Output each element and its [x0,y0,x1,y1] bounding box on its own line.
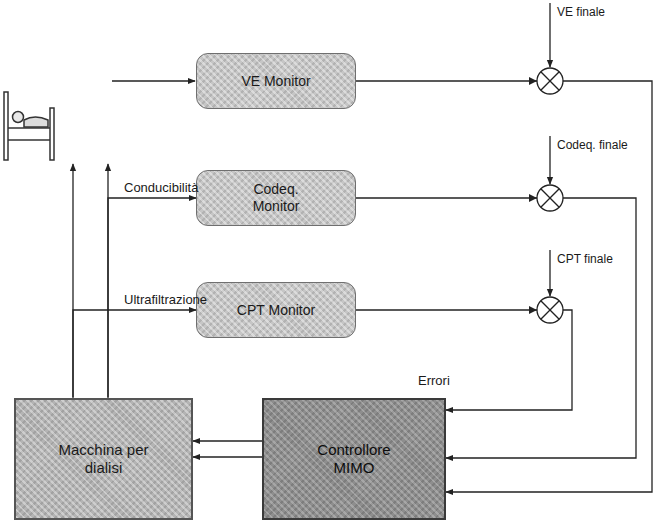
reference-label: VE finale [557,6,605,19]
reference-label: CPT finale [557,253,613,266]
connector-segment [356,309,537,310]
node-text: Controllore MIMO [304,441,404,477]
connector-segment [356,80,537,81]
connector-segment [356,197,537,198]
signal-label: Ultrafiltrazione [124,293,207,307]
junction-arrowhead [529,194,537,202]
junction-arrowhead [529,306,537,314]
controller-box: Controllore MIMO [262,398,446,520]
reference-arrows [549,3,550,296]
signal-connector [193,441,262,442]
node-text: VE Monitor [236,73,316,90]
connector-segment [73,310,196,398]
signal-connector [193,457,262,458]
connector-segment [446,198,636,458]
signal-connector [356,306,572,410]
connector-segment [446,310,572,410]
dialysis-machine-box: Macchina per dialisi [14,398,193,520]
monitor-box: VE Monitor [196,53,356,109]
reference-label: Codeq. finale [557,139,628,152]
node-text: Macchina per dialisi [54,441,154,477]
node-text: CPT Monitor [206,302,346,319]
patient-bed [4,92,54,160]
patient-line [112,80,195,81]
connector-segment [193,456,262,457]
connector-segment [193,440,262,441]
signal-label: Conducibilità [124,181,198,195]
machine-to-patient-lines [73,164,108,397]
connector-segment [446,81,652,492]
monitor-box: Codeq. Monitor [196,170,356,226]
junction-arrowhead [529,77,537,85]
monitor-box: CPT Monitor [196,282,356,338]
summing-junctions [537,68,563,323]
signal-label: Errori [418,374,450,388]
node-text: Codeq. Monitor [236,181,316,215]
signal-connector [73,310,196,398]
